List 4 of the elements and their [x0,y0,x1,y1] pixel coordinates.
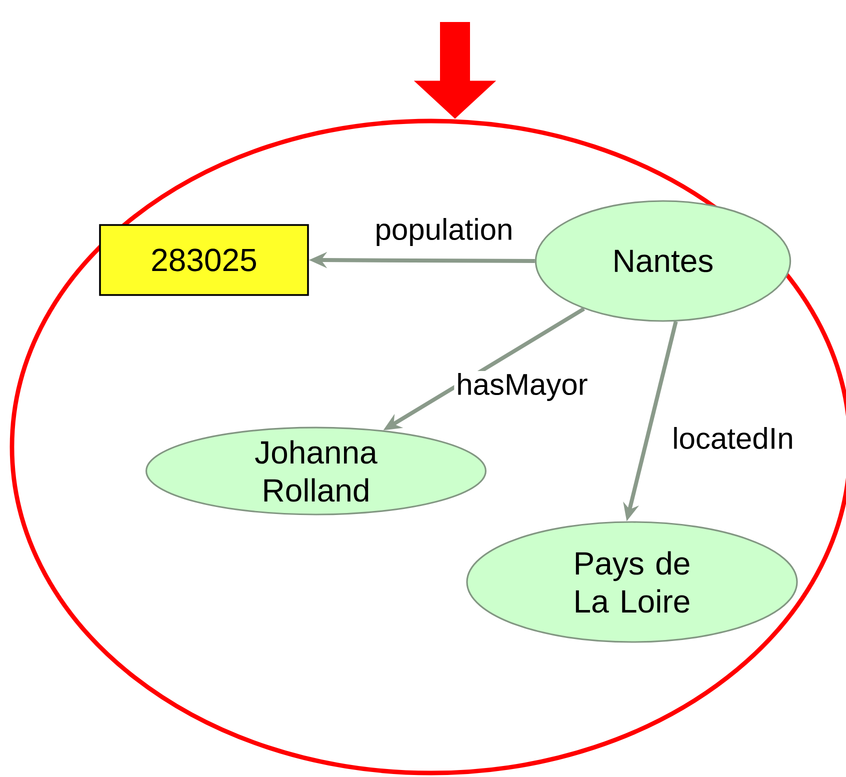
literal-box: 283025 [99,224,309,296]
edge-label: hasMayor [454,371,590,403]
edge-label: population [372,216,516,248]
edge-label: locatedIn [670,425,796,452]
